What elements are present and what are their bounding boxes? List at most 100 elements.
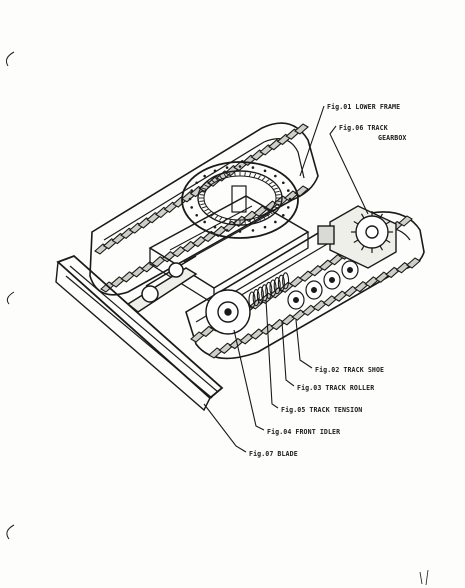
sprocket-tooth xyxy=(353,239,359,244)
track-shoe xyxy=(294,123,309,135)
ring-bolt xyxy=(190,189,194,192)
ring-bolt xyxy=(225,229,229,232)
sprocket-tooth xyxy=(353,220,359,225)
ring-tooth xyxy=(210,213,215,217)
ring-tooth xyxy=(223,218,227,223)
roller-hub xyxy=(311,287,318,294)
spring-coil xyxy=(256,286,264,304)
ring-bolt xyxy=(274,220,277,224)
leader-track-shoe xyxy=(295,319,313,369)
ring-tooth xyxy=(200,190,206,193)
track-shoe xyxy=(406,257,421,269)
ring-bolt xyxy=(190,206,194,209)
track-shoe xyxy=(398,215,413,227)
ring-bolt xyxy=(203,220,206,224)
ring-tooth xyxy=(207,211,212,215)
spring-coil xyxy=(277,274,285,292)
front-idler-assembly xyxy=(205,272,290,335)
ring-tooth xyxy=(199,194,205,196)
sprocket-tooth xyxy=(360,245,365,251)
ring-tooth xyxy=(270,208,276,212)
track-gearbox-assembly xyxy=(317,205,397,269)
ring-bolt xyxy=(213,225,217,229)
ring-tooth xyxy=(219,175,223,180)
blade-assembly xyxy=(55,254,224,412)
ring-bolt xyxy=(188,197,192,201)
ring-tooth xyxy=(201,205,207,209)
ring-bolt xyxy=(238,165,242,168)
ring-tooth xyxy=(200,203,206,206)
spring-coil xyxy=(252,289,260,307)
track-rollers xyxy=(287,260,359,310)
ring-tooth xyxy=(265,179,270,183)
ring-tooth xyxy=(201,187,207,191)
leader-track-gearbox xyxy=(329,125,369,215)
ring-bolt xyxy=(225,166,229,169)
ring-tooth xyxy=(234,219,236,224)
ring-tooth xyxy=(210,179,215,183)
spring-coil xyxy=(265,281,273,299)
leader-lower-frame xyxy=(299,105,325,177)
ring-tooth xyxy=(214,215,219,219)
ring-tooth xyxy=(204,208,210,212)
ring-tooth xyxy=(274,190,280,193)
ring-tooth xyxy=(274,203,280,206)
slewing-ring xyxy=(181,161,299,239)
ring-tooth xyxy=(273,205,279,209)
ring-bolt xyxy=(251,166,255,169)
ring-tooth xyxy=(265,213,270,217)
ring-tooth xyxy=(204,184,210,188)
push-arms xyxy=(126,255,198,313)
spring-coil xyxy=(248,291,256,309)
sprocket-tooth xyxy=(379,213,384,219)
roller-hub xyxy=(329,277,336,284)
ring-tooth xyxy=(261,177,266,181)
ring-tooth xyxy=(270,184,276,188)
ring-tooth xyxy=(207,181,212,185)
callout-track-gearbox-line2: GEARBOX xyxy=(378,134,407,142)
roller-hub xyxy=(347,267,354,274)
ring-bolt xyxy=(274,174,277,178)
ring-tooth xyxy=(234,172,236,177)
ring-bolt xyxy=(263,225,267,229)
ring-tooth xyxy=(257,216,261,221)
ring-tooth xyxy=(268,181,273,185)
ring-bolt xyxy=(203,174,206,178)
ring-bolt xyxy=(286,206,290,209)
ring-bolt xyxy=(263,169,267,173)
sprocket-tooth xyxy=(360,213,365,219)
ring-tooth xyxy=(248,172,252,177)
sprocket-tooth xyxy=(385,220,391,225)
binder-hole-marks xyxy=(6,51,15,540)
leader-blade xyxy=(203,403,247,453)
ring-tooth xyxy=(253,218,257,223)
ring-tooth xyxy=(228,172,232,177)
crawler-undercarriage xyxy=(55,122,425,412)
leader-track-tension xyxy=(265,299,279,409)
leader-track-roller xyxy=(281,321,295,387)
scan-marks xyxy=(419,569,429,586)
ring-bolt xyxy=(195,213,198,217)
ring-tooth xyxy=(244,219,246,224)
ring-tooth xyxy=(219,216,223,221)
ring-bolt xyxy=(286,189,290,192)
ring-tooth xyxy=(223,173,227,178)
ring-bolt xyxy=(213,169,217,173)
ring-tooth xyxy=(244,172,246,177)
ring-tooth xyxy=(273,187,279,191)
spring-coil xyxy=(269,279,277,297)
spring-coil xyxy=(282,272,290,290)
ring-tooth xyxy=(214,177,219,181)
ring-bolt xyxy=(282,213,285,217)
roller-hub xyxy=(293,297,300,304)
ring-tooth xyxy=(275,200,281,202)
ring-tooth xyxy=(257,175,261,180)
ring-tooth xyxy=(268,211,273,215)
